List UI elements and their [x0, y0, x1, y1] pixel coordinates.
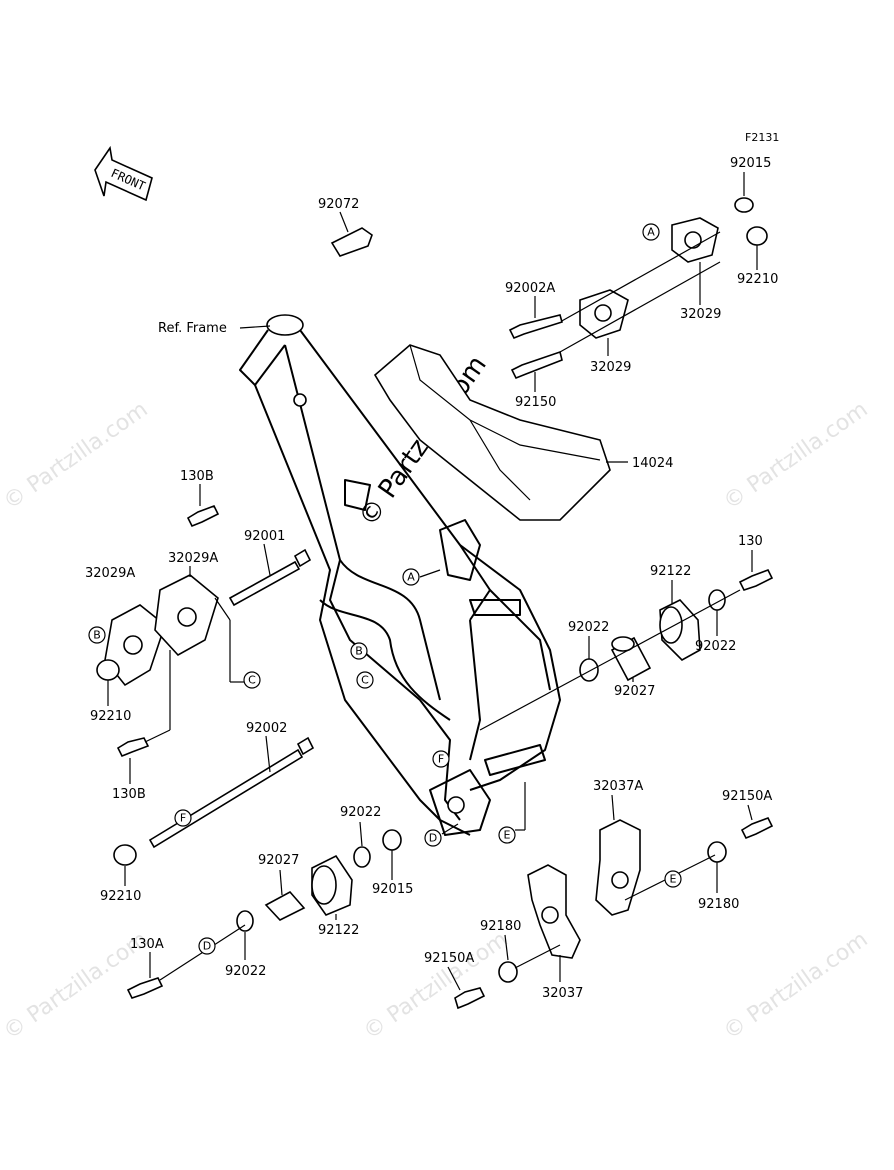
- washer-92022-low: [353, 846, 371, 868]
- bracket-32037: [527, 864, 581, 959]
- ref-marker-c-left: C: [243, 671, 261, 689]
- ref-marker-f-frame: F: [432, 750, 450, 768]
- watermark-bottom-right: © Partzilla.com: [719, 927, 872, 1045]
- guard-plate-14024: [373, 344, 611, 521]
- label-92150: 92150: [515, 395, 556, 410]
- nut-92015-low: [382, 829, 402, 851]
- label-92122-low: 92122: [318, 923, 359, 938]
- label-92027-low: 92027: [258, 853, 299, 868]
- ref-marker-d-frame: D: [424, 829, 442, 847]
- nut-92210-top: [746, 226, 768, 246]
- bolt-130B-bot: [116, 737, 150, 758]
- label-92001: 92001: [244, 529, 285, 544]
- label-92015-top: 92015: [730, 156, 771, 171]
- front-arrow: FRONT: [94, 145, 153, 202]
- label-92210-bot: 92210: [100, 889, 141, 904]
- label-32029A-left: 32029A: [85, 566, 135, 581]
- label-92002A: 92002A: [505, 281, 555, 296]
- label-92122-top: 92122: [650, 564, 691, 579]
- washer-92180-low: [498, 961, 518, 983]
- ref-marker-e-right: E: [664, 870, 682, 888]
- label-92022-low: 92022: [340, 805, 381, 820]
- nut-92210-mid: [96, 659, 120, 681]
- ref-marker-e-frame: E: [498, 826, 516, 844]
- bolt-92002: [148, 736, 315, 849]
- label-130B-top: 130B: [180, 469, 214, 484]
- label-92002: 92002: [246, 721, 287, 736]
- label-92180-low: 92180: [480, 919, 521, 934]
- svg-text:C: C: [361, 674, 369, 687]
- bolt-130B-top: [186, 504, 220, 528]
- label-92150A-right: 92150A: [722, 789, 772, 804]
- svg-text:F: F: [438, 753, 444, 766]
- sleeve-92027-low: [264, 890, 306, 921]
- ref-marker-f-left: F: [174, 809, 192, 827]
- label-92180-right: 92180: [698, 897, 739, 912]
- sleeve-92027-top: [610, 636, 652, 682]
- watermark-right: © Partzilla.com: [719, 397, 872, 515]
- svg-text:E: E: [504, 829, 511, 842]
- svg-text:F: F: [180, 812, 186, 825]
- bracket-32037A: [595, 819, 641, 916]
- bracket-32029A-right: [154, 574, 219, 657]
- ref-frame-label: Ref. Frame: [158, 321, 227, 336]
- ref-marker-d-bot: D: [198, 937, 216, 955]
- nut-92015-top: [734, 197, 754, 213]
- label-92027-top: 92027: [614, 684, 655, 699]
- svg-text:D: D: [203, 940, 211, 953]
- collar-92122-low: [311, 854, 353, 916]
- svg-text:B: B: [355, 645, 363, 658]
- nut-92210-bot: [113, 844, 137, 866]
- label-32029A-right: 32029A: [168, 551, 218, 566]
- washer-92180-right: [707, 841, 727, 863]
- bolt-130A: [126, 977, 164, 999]
- label-92150A-low: 92150A: [424, 951, 474, 966]
- label-92210-top: 92210: [737, 272, 778, 287]
- diagram-code: F2131: [745, 131, 779, 144]
- svg-text:A: A: [647, 226, 655, 239]
- label-92022-right: 92022: [695, 639, 736, 654]
- bolt-92001: [228, 548, 312, 607]
- bolt-92150A-low: [454, 987, 486, 1010]
- label-130: 130: [738, 534, 763, 549]
- ref-marker-c-frame: C: [356, 671, 374, 689]
- bracket-32029A-left: [104, 604, 166, 687]
- label-92210-mid: 92210: [90, 709, 131, 724]
- label-14024: 14024: [632, 456, 673, 471]
- ref-marker-b-frame: B: [350, 642, 368, 660]
- label-92072: 92072: [318, 197, 359, 212]
- label-32037: 32037: [542, 986, 583, 1001]
- ref-marker-b-left: B: [88, 626, 106, 644]
- label-92022-bot: 92022: [225, 964, 266, 979]
- label-130B-bot: 130B: [112, 787, 146, 802]
- label-32029-left: 32029: [590, 360, 631, 375]
- washer-92022-mid: [579, 658, 599, 682]
- bolt-130: [738, 568, 774, 591]
- ref-marker-a-top: A: [642, 223, 660, 241]
- watermark-bottom-center: © Partzilla.com: [359, 927, 512, 1045]
- motorcycle-frame: [239, 314, 561, 836]
- label-130A: 130A: [130, 937, 164, 952]
- collar-92122-top: [659, 599, 701, 661]
- label-32029-right: 32029: [680, 307, 721, 322]
- ref-marker-a-frame: A: [402, 568, 420, 586]
- watermark-left: © Partzilla.com: [0, 397, 153, 515]
- svg-text:E: E: [670, 873, 677, 886]
- svg-text:A: A: [407, 571, 415, 584]
- bracket-32029-left: [579, 289, 629, 339]
- clip-92072: [330, 227, 373, 257]
- bolt-92150: [510, 350, 563, 380]
- bolt-92002A: [508, 314, 563, 340]
- label-92022-mid: 92022: [568, 620, 609, 635]
- svg-text:C: C: [248, 674, 256, 687]
- washer-92022-bot: [236, 910, 254, 932]
- bracket-32029-right: [671, 217, 719, 263]
- label-32037A: 32037A: [593, 779, 643, 794]
- bolt-92150A-right: [740, 816, 774, 840]
- label-92015-low: 92015: [372, 882, 413, 897]
- svg-text:B: B: [93, 629, 101, 642]
- svg-text:D: D: [429, 832, 437, 845]
